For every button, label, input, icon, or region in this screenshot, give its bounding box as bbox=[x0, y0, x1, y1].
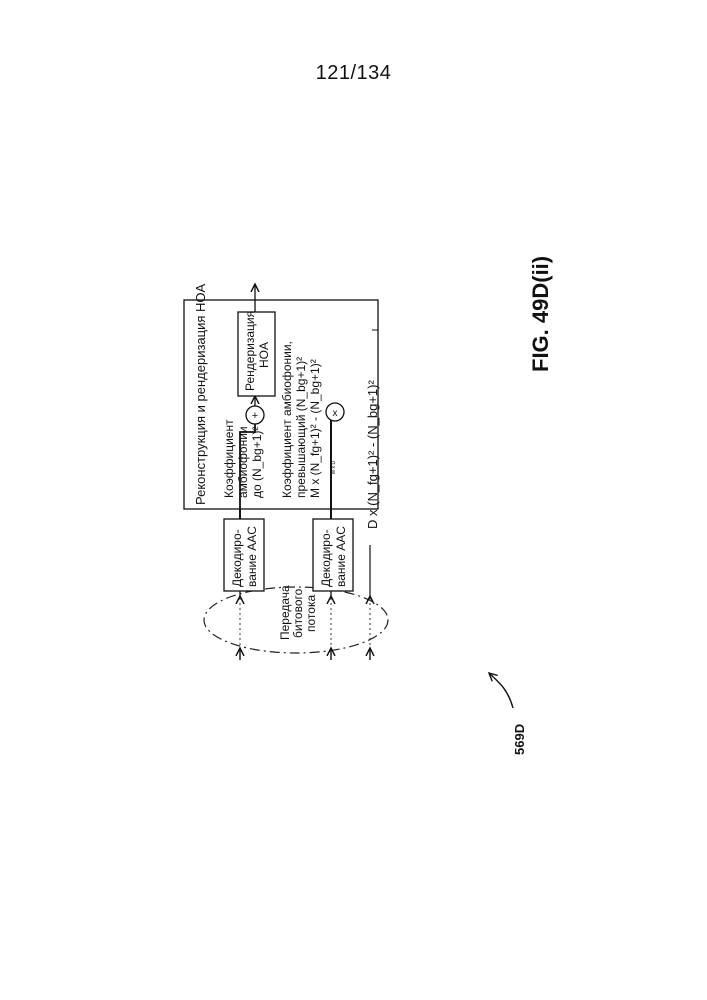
coef-low-line1: Коэффициент bbox=[222, 419, 236, 498]
coef-low-line2: амбиофонии bbox=[236, 426, 250, 498]
coef-high-line1: Коэффициент амбиофонии, bbox=[280, 341, 294, 498]
bitstream-label-2: битового bbox=[291, 588, 305, 638]
reference-arrow bbox=[489, 673, 513, 708]
bitstream-label-1: Передача bbox=[278, 585, 292, 640]
adder-symbol: + bbox=[252, 410, 258, 422]
multiplier-symbol: x bbox=[333, 408, 338, 419]
coef-high-line2: превышающий (N_bg+1)² bbox=[294, 357, 308, 498]
hoa-box-title: Реконструкция и рендеризация HOA bbox=[193, 283, 208, 505]
aac-decoder-1-line2: вание AAC bbox=[245, 526, 259, 587]
aac-decoder-1-line1: Декодиро- bbox=[230, 529, 244, 587]
mult-input-label: M x D bbox=[331, 461, 337, 474]
reference-numeral: 569D bbox=[512, 724, 527, 755]
render-line1: Рендеризация bbox=[243, 311, 257, 391]
bitstream-label-3: потока bbox=[304, 595, 318, 632]
render-line2: HOA bbox=[257, 342, 271, 368]
aac-decoder-2-line2: вание AAC bbox=[334, 526, 348, 587]
aac-decoder-2-line1: Декодиро- bbox=[319, 529, 333, 587]
coef-low-line3: до (N_bg+1)² bbox=[250, 427, 264, 498]
figure-label: FIG. 49D(ii) bbox=[528, 256, 553, 372]
coef-high-line3: M x (N_fg+1)² - (N_bg+1)² bbox=[308, 359, 322, 498]
